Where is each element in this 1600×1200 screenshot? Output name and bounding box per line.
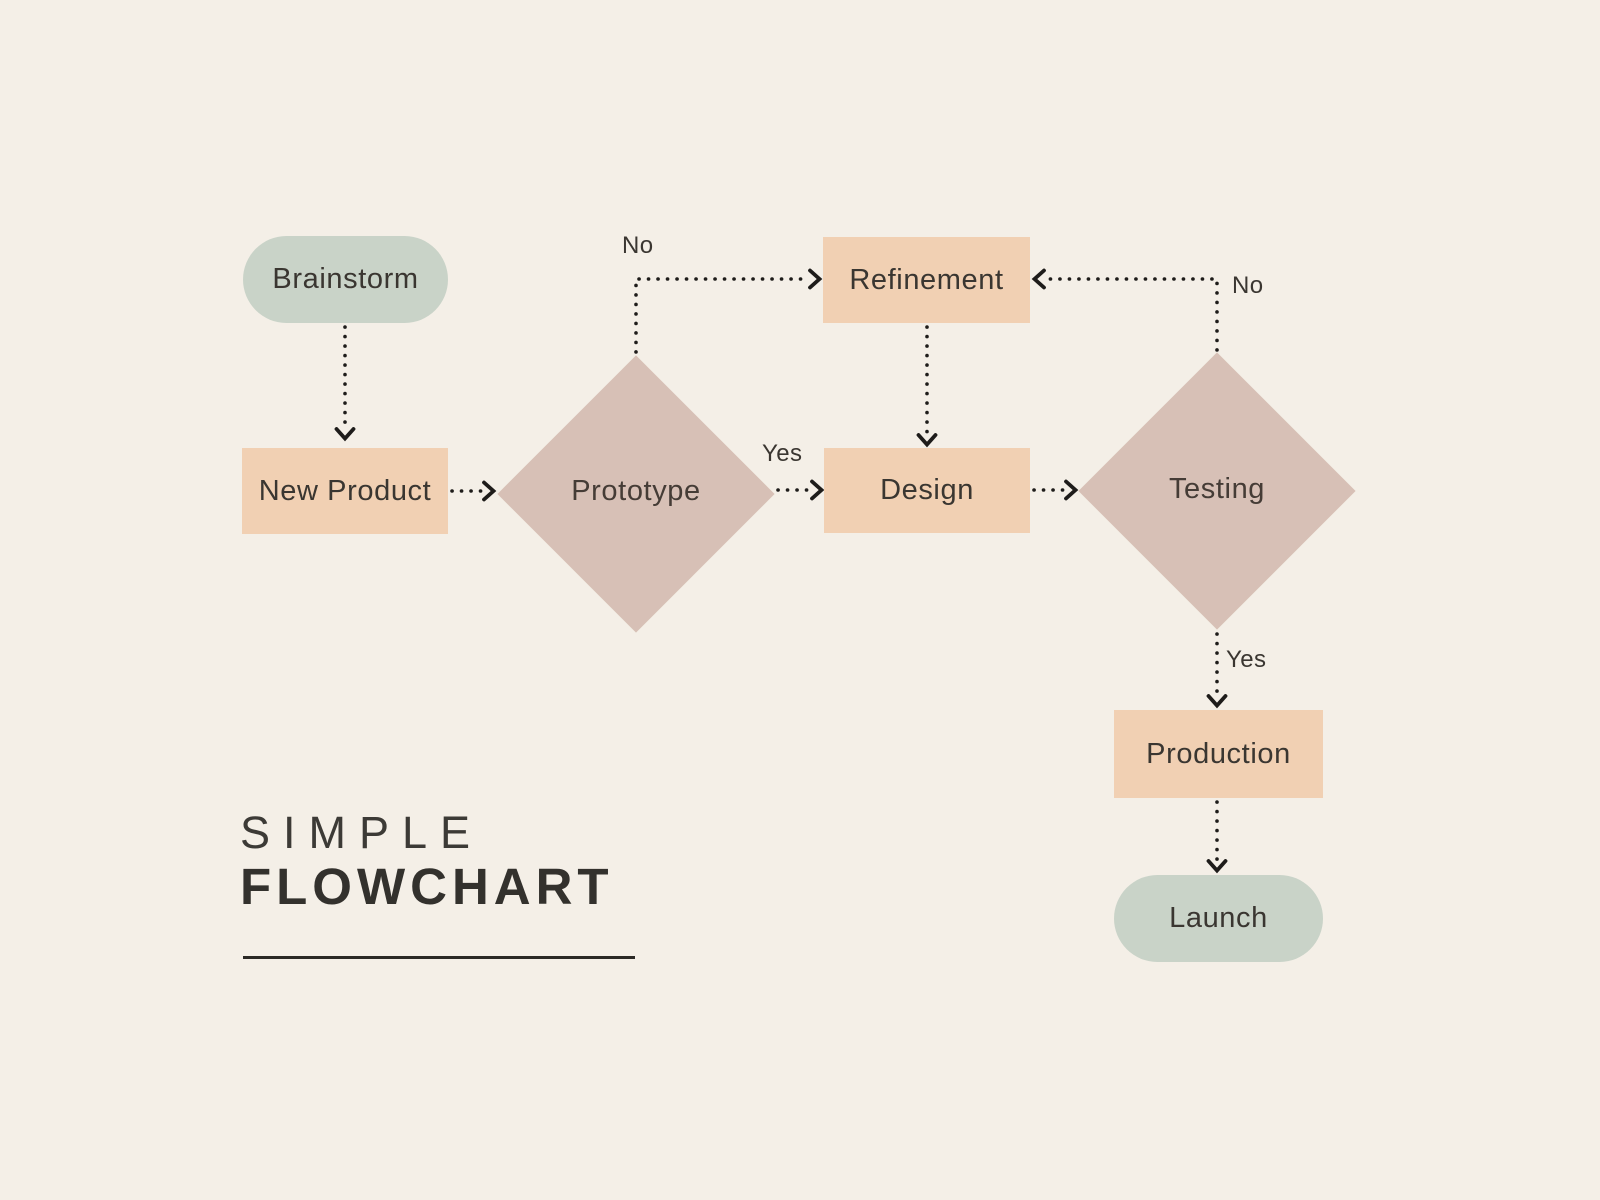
arrowhead-down-newproduct xyxy=(334,427,356,442)
arrowhead-right-design xyxy=(810,479,825,501)
edge-label-prototype-yes: Yes xyxy=(762,440,803,467)
node-refinement-label: Refinement xyxy=(849,263,1004,296)
node-design-label: Design xyxy=(880,474,974,506)
node-new-product-label: New Product xyxy=(258,474,432,507)
arrowhead-left-refinement xyxy=(1031,268,1046,290)
node-new-product: New Product xyxy=(242,448,448,534)
node-brainstorm-label: Brainstorm xyxy=(272,263,419,295)
title-line1: SIMPLE xyxy=(240,807,484,858)
node-prototype-label: Prototype xyxy=(571,475,701,507)
node-launch: Launch xyxy=(1114,875,1323,962)
title-line2: FLOWCHART xyxy=(240,858,614,916)
node-production: Production xyxy=(1114,710,1323,798)
arrowhead-down-production xyxy=(1206,694,1228,709)
edge-label-testing-yes: Yes xyxy=(1226,646,1267,673)
node-production-label: Production xyxy=(1146,737,1291,770)
node-testing-label: Testing xyxy=(1168,473,1266,505)
arrowhead-down-design xyxy=(916,433,938,448)
node-launch-label: Launch xyxy=(1169,902,1268,934)
arrowhead-right-prototype xyxy=(482,480,497,502)
arrowhead-down-launch xyxy=(1206,859,1228,874)
edge-prototype-refinement-no xyxy=(634,277,811,354)
node-brainstorm: Brainstorm xyxy=(243,236,448,323)
edge-label-testing-no: No xyxy=(1232,272,1264,299)
arrowhead-right-testing xyxy=(1064,479,1079,501)
title-block: SIMPLE FLOWCHART xyxy=(240,806,614,915)
edge-label-prototype-no: No xyxy=(622,232,654,259)
arrowhead-right-refinement xyxy=(808,268,823,290)
node-refinement: Refinement xyxy=(823,237,1030,323)
title-underline xyxy=(243,956,635,959)
edge-testing-refinement-no xyxy=(1043,277,1219,352)
node-design: Design xyxy=(824,448,1030,533)
